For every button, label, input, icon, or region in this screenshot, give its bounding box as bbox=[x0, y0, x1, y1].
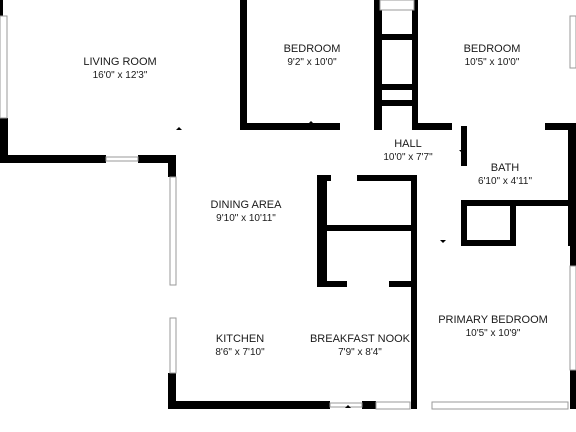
room-dimensions: 9'10" x 10'11" bbox=[216, 213, 276, 224]
wall bbox=[0, 155, 106, 163]
room-label-breakfast-nook: BREAKFAST NOOK 7'9" x 8'4" bbox=[310, 333, 410, 359]
room-dimensions: 8'6" x 7'10" bbox=[215, 347, 265, 358]
wall bbox=[412, 123, 452, 130]
wall bbox=[168, 373, 176, 409]
wall bbox=[412, 0, 418, 130]
wall bbox=[461, 200, 467, 246]
wall bbox=[568, 126, 576, 246]
room-name: LIVING ROOM bbox=[83, 56, 157, 68]
door-tick bbox=[345, 405, 351, 408]
room-dimensions: 16'0" x 12'3" bbox=[92, 70, 148, 81]
door-tick bbox=[90, 155, 96, 158]
window bbox=[379, 0, 415, 11]
room-label-bedroom: BEDROOM 9'2" x 10'0" bbox=[284, 43, 341, 69]
wall bbox=[380, 84, 416, 90]
room-label-primary-bedroom: PRIMARY BEDROOM 10'5" x 10'9" bbox=[438, 314, 548, 340]
window bbox=[569, 265, 576, 371]
room-name: BEDROOM bbox=[283, 43, 341, 55]
wall bbox=[168, 401, 330, 409]
wall bbox=[168, 155, 176, 177]
room-label-dining-area: DINING AREA 9'10" x 10'11" bbox=[211, 199, 282, 225]
wall bbox=[357, 175, 417, 181]
door-tick bbox=[440, 240, 446, 243]
door-tick bbox=[490, 243, 496, 246]
wall bbox=[317, 281, 347, 287]
room-dimensions: 6'10" x 4'11" bbox=[477, 176, 533, 187]
wall bbox=[317, 225, 417, 231]
window bbox=[329, 402, 363, 408]
wall bbox=[461, 200, 576, 206]
room-dimensions: 10'5" x 10'9" bbox=[465, 328, 521, 339]
room-dimensions: 10'5" x 10'0" bbox=[464, 57, 520, 68]
room-label-bath: BATH 6'10" x 4'11" bbox=[478, 162, 532, 188]
wall bbox=[570, 370, 576, 409]
wall bbox=[570, 246, 576, 266]
room-dimensions: 7'9" x 8'4" bbox=[338, 347, 382, 358]
walls bbox=[0, 0, 576, 409]
room-dimensions: 10'0" x 7'7" bbox=[383, 152, 433, 163]
wall bbox=[380, 100, 416, 106]
wall bbox=[362, 401, 376, 409]
window bbox=[375, 401, 411, 410]
door-tick bbox=[240, 50, 246, 53]
wall bbox=[380, 34, 416, 40]
door-tick bbox=[176, 127, 182, 130]
door-tick bbox=[459, 150, 465, 153]
wall bbox=[240, 0, 247, 130]
wall bbox=[0, 0, 3, 16]
wall bbox=[510, 200, 516, 246]
wall bbox=[461, 240, 516, 246]
wall bbox=[389, 281, 417, 287]
room-label-hall: HALL 10'0" x 7'7" bbox=[383, 138, 432, 164]
window bbox=[105, 156, 139, 162]
room-label-kitchen: KITCHEN 8'6" x 7'10" bbox=[215, 333, 264, 359]
window bbox=[431, 401, 569, 410]
room-label-living-room: LIVING ROOM 16'0" x 12'3" bbox=[83, 56, 156, 82]
room-label-bedroom: BEDROOM 10'5" x 10'0" bbox=[464, 43, 521, 69]
window bbox=[169, 176, 177, 286]
wall bbox=[374, 0, 382, 130]
room-name: BATH bbox=[490, 162, 520, 174]
room-name: BREAKFAST NOOK bbox=[309, 333, 411, 345]
room-name: PRIMARY BEDROOM bbox=[438, 314, 548, 326]
wall bbox=[240, 123, 340, 130]
window bbox=[169, 317, 177, 374]
wall bbox=[0, 118, 8, 162]
room-dimensions: 9'2" x 10'0" bbox=[287, 57, 337, 68]
room-name: DINING AREA bbox=[210, 199, 282, 211]
room-name: KITCHEN bbox=[215, 333, 265, 345]
door-tick bbox=[412, 121, 418, 124]
wall bbox=[461, 126, 467, 166]
door-tick bbox=[308, 121, 314, 124]
wall bbox=[545, 123, 576, 130]
window bbox=[569, 15, 576, 69]
door-ticks bbox=[90, 50, 496, 408]
room-name: HALL bbox=[394, 138, 422, 150]
wall bbox=[317, 175, 331, 181]
room-name: BEDROOM bbox=[463, 43, 521, 55]
windows bbox=[0, 0, 576, 410]
wall bbox=[138, 155, 176, 163]
window bbox=[0, 15, 8, 119]
wall bbox=[411, 245, 417, 409]
